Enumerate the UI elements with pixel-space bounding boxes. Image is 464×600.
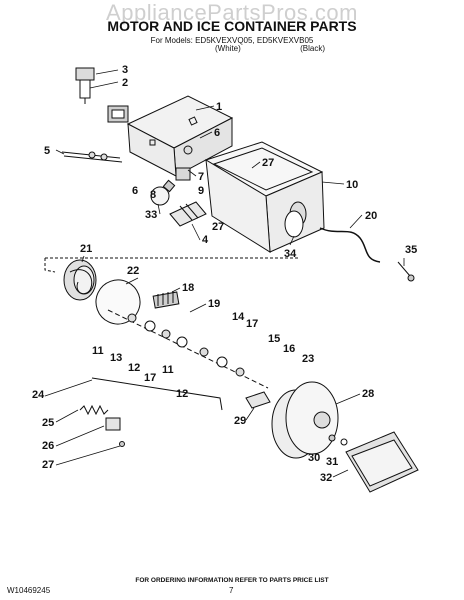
heater-bracket — [61, 151, 123, 163]
models-line: For Models: ED5KVEXVQ05, ED5KVEXVB05 — [150, 36, 314, 45]
callout-27a: 27 — [262, 157, 274, 169]
callout-29: 29 — [234, 415, 246, 427]
callout-22: 22 — [127, 265, 139, 277]
callout-16: 16 — [283, 343, 295, 355]
model-variants: (White) (Black) — [215, 44, 325, 53]
relay-component — [107, 105, 129, 123]
motor-housing-bracket — [126, 95, 234, 177]
callout-20: 20 — [365, 210, 377, 222]
light-shield — [169, 201, 207, 227]
callout-8: 8 — [150, 189, 156, 201]
callout-30: 30 — [308, 452, 320, 464]
spring — [79, 404, 109, 416]
leader-lines — [44, 69, 405, 478]
callout-3: 3 — [122, 64, 128, 76]
blade-plate — [95, 279, 141, 325]
small-screw — [119, 441, 125, 447]
callout-27c: 27 — [42, 459, 54, 471]
callout-17a: 17 — [246, 318, 258, 330]
callout-9: 9 — [198, 185, 204, 197]
callout-1: 1 — [216, 101, 222, 113]
spacer-washers — [127, 313, 245, 377]
callout-21: 21 — [80, 243, 92, 255]
page-title: MOTOR AND ICE CONTAINER PARTS — [107, 18, 357, 34]
callout-28: 28 — [362, 388, 374, 400]
ordering-note: FOR ORDERING INFORMATION REFER TO PARTS … — [135, 577, 329, 584]
callout-12a: 12 — [128, 362, 140, 374]
callout-14: 14 — [232, 311, 245, 323]
callout-24: 24 — [32, 389, 45, 401]
callout-32: 32 — [320, 472, 332, 484]
callout-25: 25 — [42, 417, 54, 429]
motor-washer — [328, 434, 336, 442]
callout-33: 33 — [145, 209, 157, 221]
wire-rod — [91, 377, 223, 411]
callout-11a: 11 — [92, 345, 104, 357]
switch-assembly — [75, 67, 95, 104]
callout-35: 35 — [405, 244, 417, 256]
callout-6a: 6 — [214, 127, 220, 139]
callout-labels: 3 2 1 6 5 7 27 6 8 9 10 33 4 27 20 34 35… — [32, 64, 417, 484]
variant-black: (Black) — [300, 44, 325, 53]
small-bracket — [105, 417, 121, 431]
callout-31: 31 — [326, 456, 338, 468]
watermark-text: AppliancePartsPros.com — [106, 0, 358, 25]
callout-6b: 6 — [132, 185, 138, 197]
callout-27b: 27 — [212, 221, 224, 233]
crusher-block — [152, 291, 180, 309]
callout-23: 23 — [302, 353, 314, 365]
callout-15: 15 — [268, 333, 280, 345]
callout-19: 19 — [208, 298, 220, 310]
callout-10: 10 — [346, 179, 358, 191]
callout-13: 13 — [110, 352, 122, 364]
callout-26: 26 — [42, 440, 54, 452]
motor-clip — [245, 391, 271, 409]
screw-part — [397, 261, 415, 282]
document-number: W10469245 — [7, 586, 51, 595]
wire-harness — [319, 227, 381, 263]
callout-17b: 17 — [144, 372, 156, 384]
callout-7: 7 — [198, 171, 204, 183]
auger-drive — [63, 259, 97, 301]
lower-assembly-outline — [44, 258, 56, 273]
callout-5: 5 — [44, 145, 50, 157]
callout-18: 18 — [182, 282, 194, 294]
motor-nut — [340, 438, 348, 446]
page-number: 7 — [229, 586, 234, 595]
callout-11b: 11 — [162, 364, 174, 376]
callout-4: 4 — [202, 234, 209, 246]
auger-motor — [271, 381, 339, 459]
light-bulb — [150, 179, 176, 206]
callout-2: 2 — [122, 77, 128, 89]
motor-cover — [345, 431, 419, 493]
gasket-ring — [284, 210, 304, 238]
variant-white: (White) — [215, 44, 241, 53]
callout-34: 34 — [284, 248, 297, 260]
light-socket — [175, 145, 193, 181]
callout-12b: 12 — [176, 388, 188, 400]
